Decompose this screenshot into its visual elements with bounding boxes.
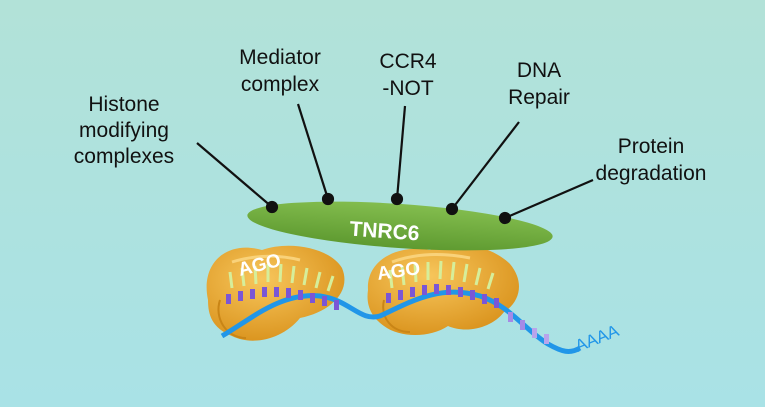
label-mediator-complex: Mediator complex	[239, 46, 321, 96]
svg-text:CCR4: CCR4	[379, 50, 436, 73]
label-dna-repair: DNA Repair	[508, 59, 570, 109]
label-histone-modifying: Histone modifying complexes	[74, 93, 174, 168]
svg-text:Protein: Protein	[618, 135, 685, 158]
svg-text:complex: complex	[241, 73, 320, 96]
svg-text:Histone: Histone	[88, 93, 159, 116]
svg-text:complexes: complexes	[74, 145, 174, 168]
tnrc6-label: TNRC6	[349, 218, 420, 246]
svg-text:degradation: degradation	[596, 162, 707, 185]
guide-strand	[228, 260, 495, 292]
svg-text:Repair: Repair	[508, 86, 570, 109]
tnrc6-scaffold: TNRC6	[247, 201, 553, 251]
svg-text:DNA: DNA	[517, 59, 561, 82]
label-ccr4-not: CCR4 -NOT	[379, 50, 436, 100]
base-pairs	[226, 284, 549, 344]
pointer-lines	[196, 103, 594, 225]
ago-protein-right	[367, 244, 519, 335]
svg-text:Mediator: Mediator	[239, 46, 321, 69]
rna-strand	[220, 289, 582, 354]
svg-text:modifying: modifying	[79, 119, 169, 142]
svg-text:-NOT: -NOT	[382, 77, 433, 100]
label-protein-degradation: Protein degradation	[596, 135, 707, 185]
